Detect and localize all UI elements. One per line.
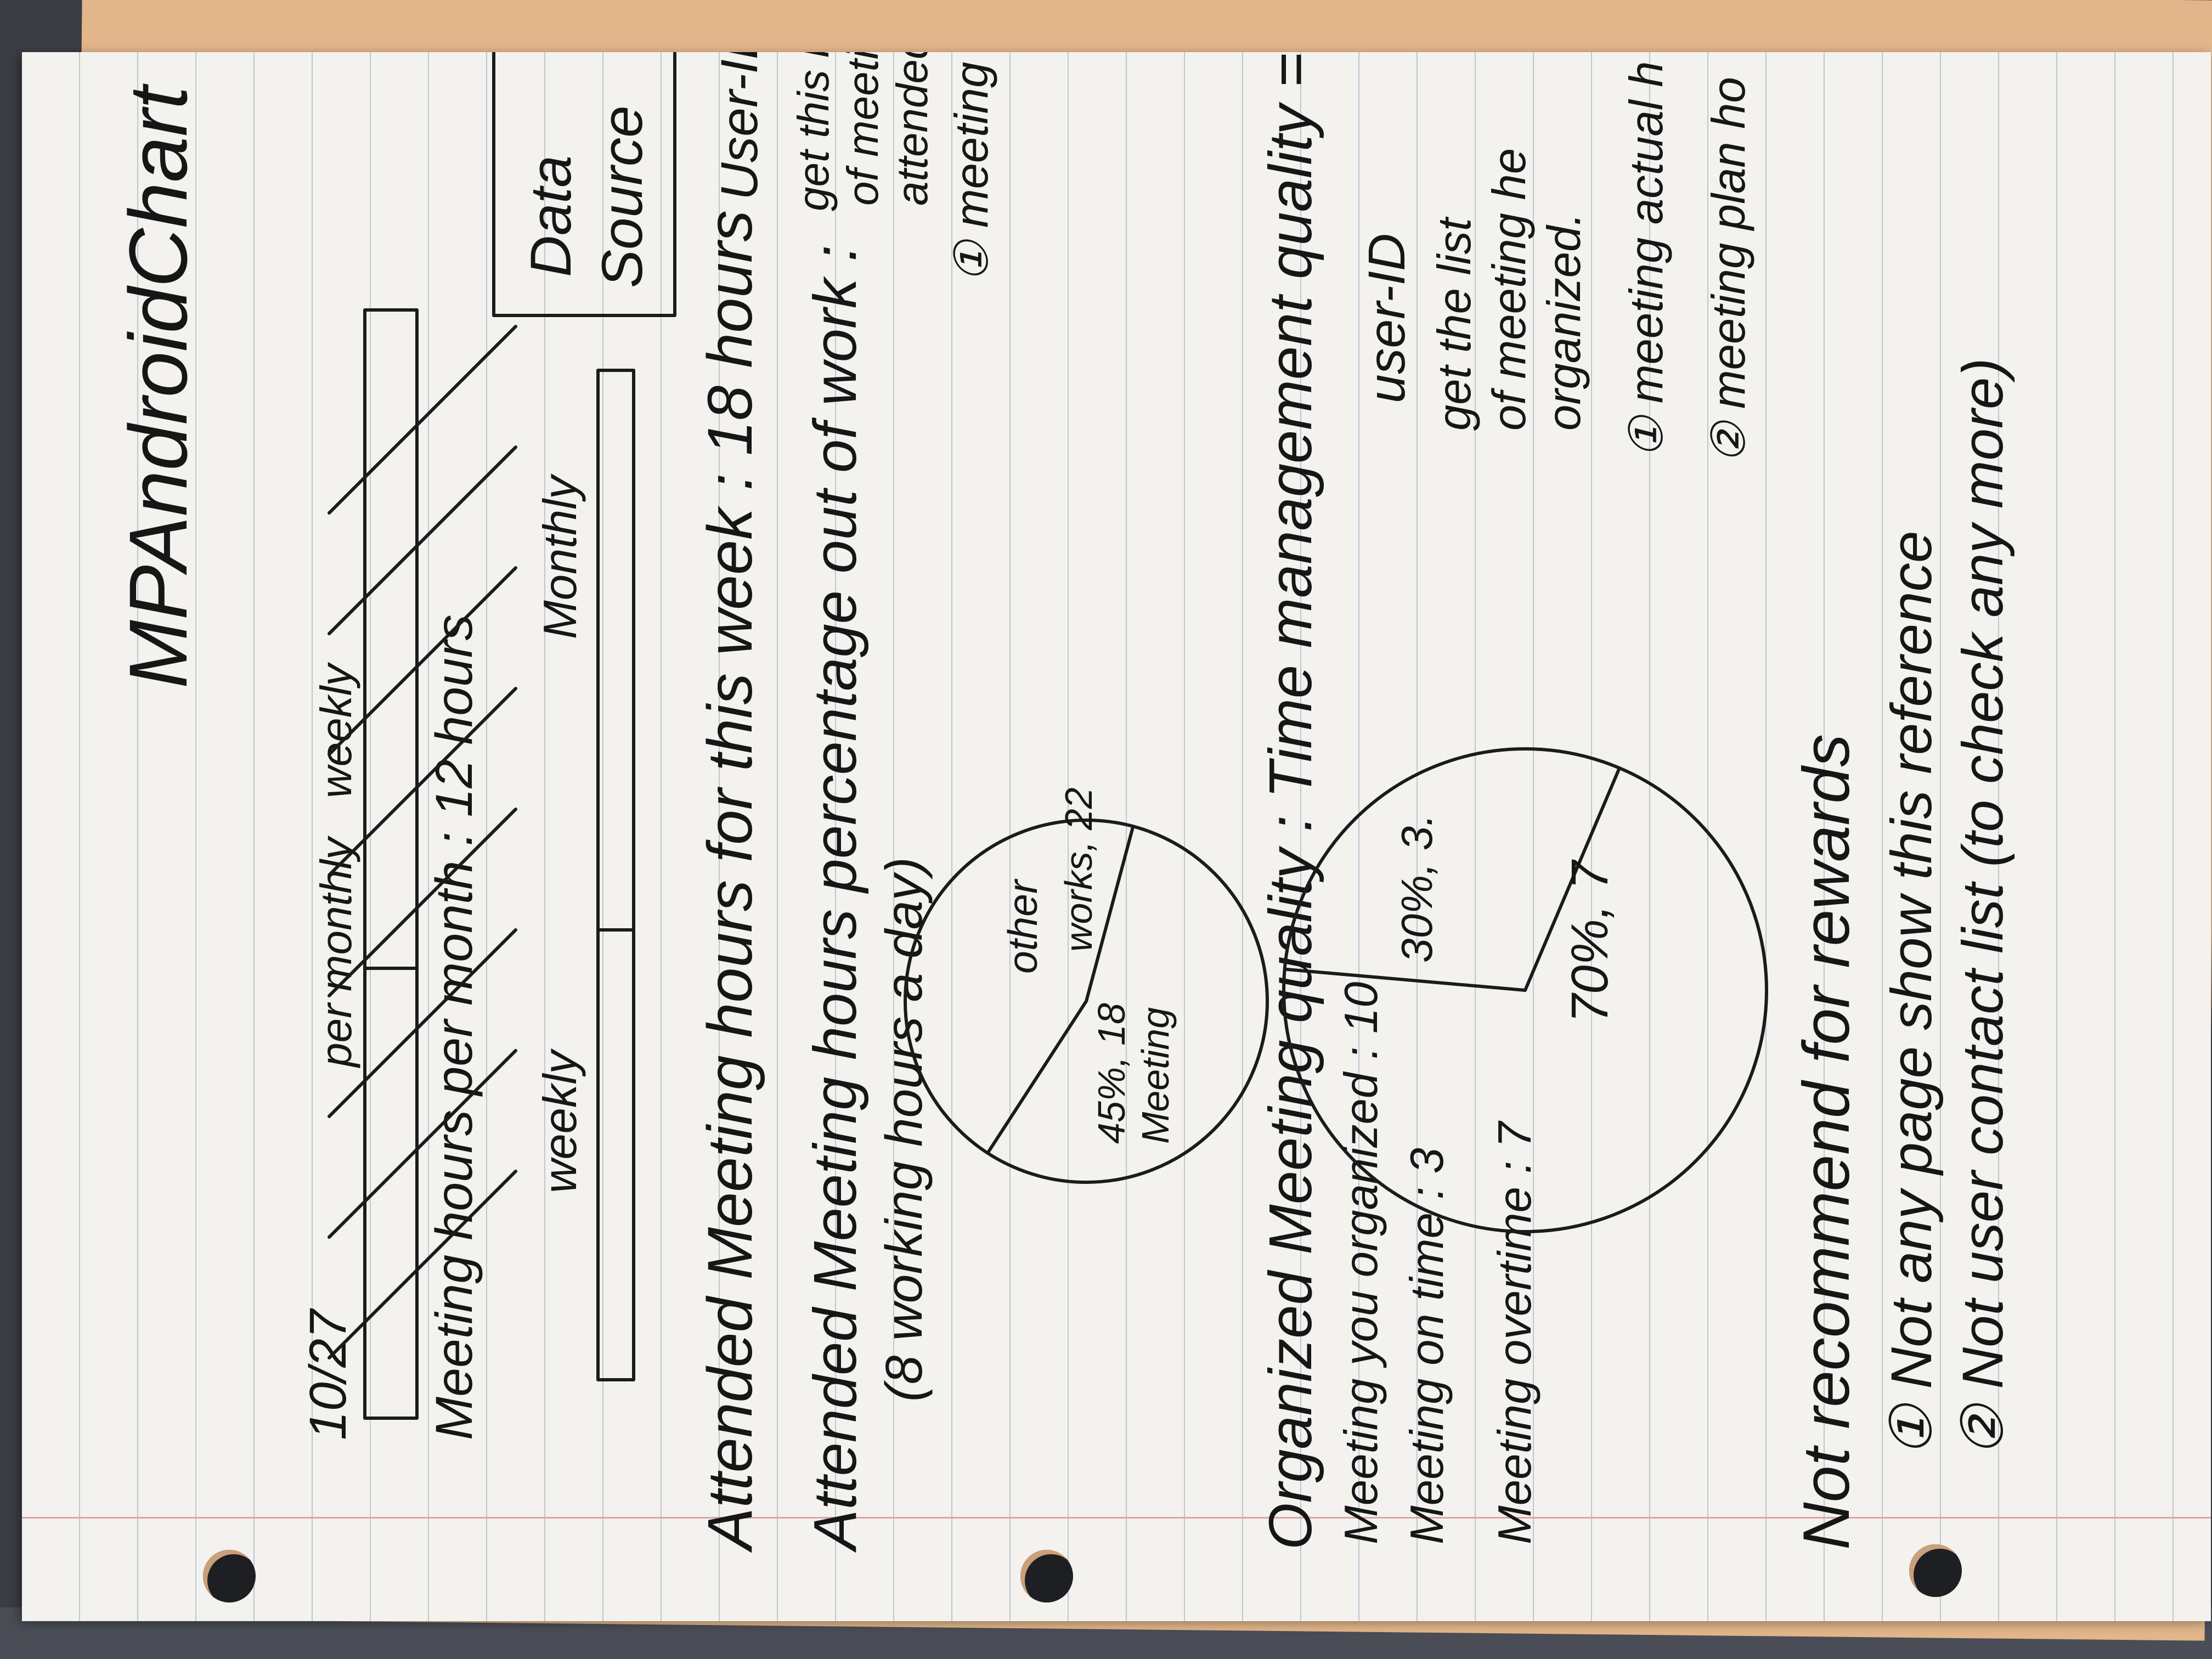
- not-recommend-item-1: ① Not any page show this reference: [1880, 531, 1944, 1457]
- pie2-70-label: 70%, 7: [1561, 859, 1619, 1023]
- pie-outline: [1282, 747, 1768, 1233]
- data-source-line-2: Source: [590, 105, 654, 288]
- crossed-bar: [363, 308, 419, 1420]
- organized-line: Organized Meeting quality : Time managem…: [1257, 53, 1324, 1550]
- pie-slice-divider-overtime: [1523, 766, 1621, 992]
- organized-list-1: get the list: [1429, 216, 1481, 431]
- cross-out-strokes: [328, 325, 517, 1359]
- attended-user-id: User-ID: [710, 52, 769, 200]
- percentage-line: Attended Meeting hours percentage out of…: [802, 245, 869, 1553]
- attended-hours-line: Attended Meeting hours for this week : 1…: [695, 210, 765, 1553]
- pie1-meeting-value: 45%, 18: [1090, 1003, 1133, 1144]
- margin-line: [22, 1517, 2211, 1519]
- not-recommend-item-2: ② Not user contact list (to check any mo…: [1951, 358, 2015, 1457]
- binder-hole: [203, 1550, 256, 1602]
- date-label: 10/27: [299, 1308, 357, 1440]
- attended-item-1: ① meeting hours: [946, 52, 998, 283]
- crossed-per-monthly: per monthly: [312, 835, 360, 1068]
- organized-user-id: user-ID: [1358, 233, 1416, 403]
- bar-weekly-label: weekly: [534, 1048, 586, 1193]
- attended-list-1: get this list: [789, 52, 838, 211]
- pie-chart-organized: [1282, 747, 1768, 1233]
- organized-count: Meeting you organized : 10: [1335, 982, 1387, 1544]
- organized-item-2: ② meeting plan ho: [1703, 77, 1755, 464]
- data-source-line-1: Data: [519, 155, 583, 277]
- pie-slice-divider-other-works: [1085, 825, 1135, 1003]
- organized-list-3: organized.: [1538, 213, 1590, 431]
- crossed-hours-line: Meeting hours per month : 12 hours: [425, 614, 483, 1440]
- not-recommend-heading: Not recommend for rewards: [1790, 734, 1863, 1550]
- on-time-line: Meeting on time : 3: [1401, 1148, 1453, 1544]
- notebook-page: MPAndroidChart Data Source 10/27 per mon…: [22, 52, 2211, 1621]
- pie1-works-label: works, 22: [1057, 787, 1100, 952]
- organized-item-1: ① meeting actual h: [1621, 61, 1673, 458]
- pie-slice-divider-Meeting: [986, 1000, 1088, 1155]
- pie2-30-label: 30%, 3.: [1392, 814, 1441, 963]
- data-source-box: [492, 52, 676, 317]
- handwriting-layer: MPAndroidChart Data Source 10/27 per mon…: [112, 52, 2015, 1553]
- pie-slice-divider-on-time: [1283, 967, 1527, 992]
- attended-list-3: attended:: [888, 52, 936, 206]
- bar-monthly-label: Monthly: [534, 473, 586, 639]
- percentage-sub-line: (8 working hours a day): [875, 857, 933, 1402]
- binder-hole: [1020, 1550, 1073, 1602]
- binder-hole: [1909, 1544, 1962, 1597]
- weekly-monthly-bar: [596, 369, 635, 1381]
- pie-outline: [904, 819, 1269, 1184]
- pie1-other-label: other: [1000, 878, 1046, 974]
- note-title: MPAndroidChart: [112, 83, 204, 689]
- pie1-meeting-label: Meeting: [1134, 1007, 1177, 1144]
- attended-list-2: of meeting he: [838, 52, 887, 206]
- overtime-line: Meeting overtime : 7: [1489, 1120, 1541, 1544]
- pie-chart-attended: [904, 819, 1269, 1184]
- organized-list-2: of meeting he: [1483, 148, 1536, 431]
